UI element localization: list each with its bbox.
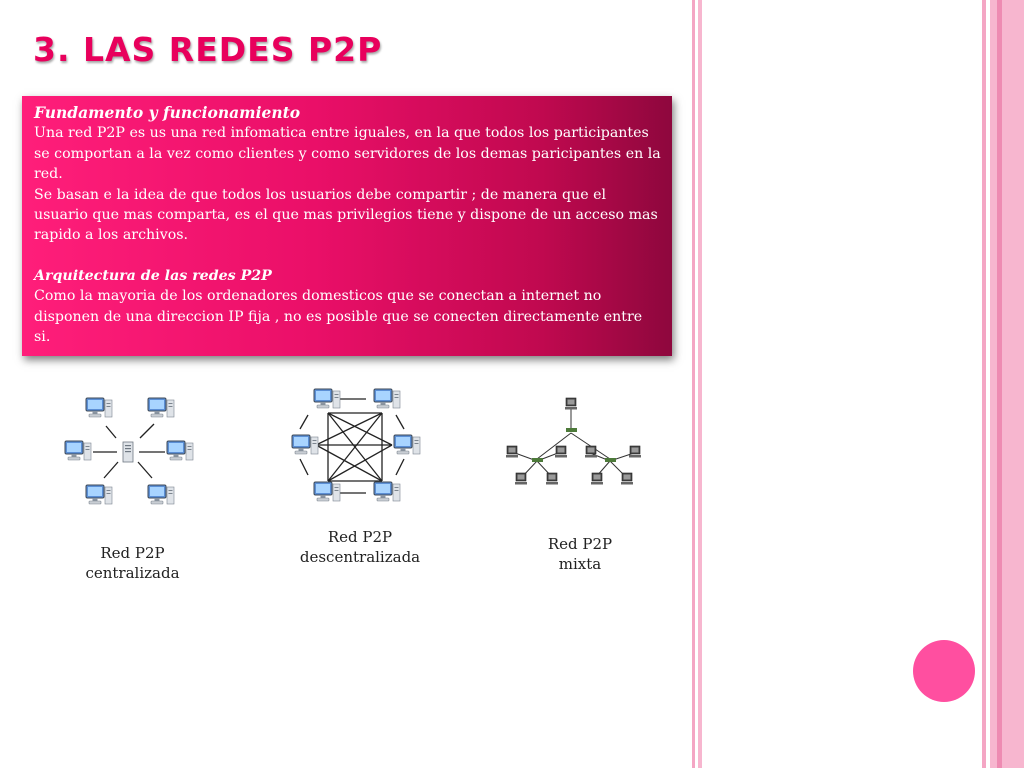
paragraph-spacer [34,246,662,266]
caption-decentralized-line1: Red P2P [327,528,393,546]
network-switch-icon [532,458,543,462]
heading-fundamento: Fundamento y funcionamiento [34,103,301,122]
slide-title: 3. LAS REDES P2P [33,30,383,69]
desktop-computer-icon [564,397,578,410]
accent-circle [913,640,975,702]
desktop-computer-icon [514,472,528,485]
side-stripe-right [982,0,986,768]
desktop-computer-icon [393,434,421,455]
side-stripe-left [692,0,695,768]
desktop-computer-icon [85,484,113,505]
caption-mixed-line2: mixta [558,555,602,573]
desktop-computer-icon [620,472,634,485]
desktop-computer-icon [147,484,175,505]
caption-centralized: Red P2P centralizada [60,543,205,583]
centralized-network-diagram [64,397,194,505]
desktop-computer-icon [64,440,92,461]
side-stripe-wide [990,0,1024,768]
network-switch-icon [566,428,577,432]
desktop-computer-icon [291,434,319,455]
heading-arquitectura: Arquitectura de las redes P2P [34,267,272,284]
desktop-computer-icon [554,445,568,458]
decentralized-network-diagram [291,388,421,502]
content-textbox: Fundamento y funcionamiento Una red P2P … [22,96,672,356]
desktop-computer-icon [147,397,175,418]
caption-decentralized-line2: descentralizada [299,548,421,566]
caption-centralized-line1: Red P2P [100,544,165,562]
desktop-computer-icon [85,397,113,418]
desktop-computer-icon [373,481,401,502]
paragraph-architecture: Como la mayoria de los ordenadores domes… [34,288,643,346]
server-icon [122,441,134,463]
paragraph-sharing: Se basan e la idea de que todos los usua… [34,186,658,244]
desktop-computer-icon [628,445,642,458]
desktop-computer-icon [313,481,341,502]
paragraph-definition: Una red P2P es us una red infomatica ent… [34,125,661,183]
desktop-computer-icon [584,445,598,458]
desktop-computer-icon [166,440,194,461]
desktop-computer-icon [590,472,604,485]
caption-mixed: Red P2P mixta [520,534,640,574]
caption-centralized-line2: centralizada [85,564,180,582]
desktop-computer-icon [505,445,519,458]
desktop-computer-icon [313,388,341,409]
caption-mixed-line1: Red P2P [547,535,613,553]
network-switch-icon [605,458,616,462]
desktop-computer-icon [373,388,401,409]
side-stripe-inner [997,0,1002,768]
side-stripe-thin [698,0,702,768]
caption-decentralized: Red P2P descentralizada [285,527,435,567]
mixed-network-diagram [505,397,642,485]
desktop-computer-icon [545,472,559,485]
